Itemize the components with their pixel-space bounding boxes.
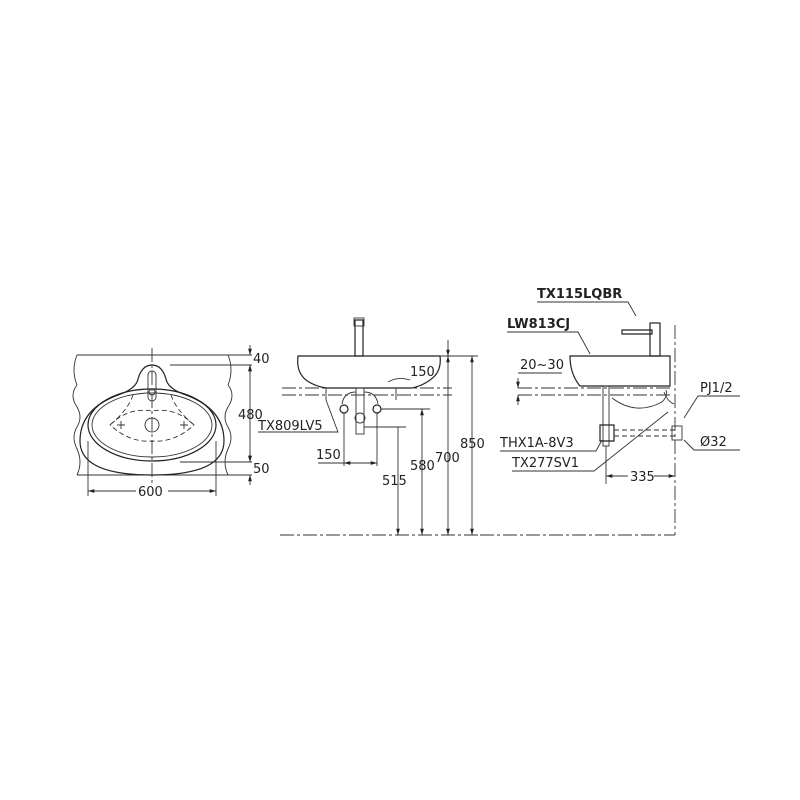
label-trap: THX1A-8V3: [499, 436, 574, 451]
dim-bottom-offset: 50: [253, 462, 270, 477]
dim-pipe-dia: Ø32: [700, 435, 727, 450]
dim-wall-gap: 20~30: [520, 358, 564, 373]
dim-width: 600: [138, 485, 163, 500]
dim-bowl-height: 150: [410, 365, 435, 380]
plan-view: 40 480 50 600: [72, 345, 270, 500]
dim-depth: 480: [238, 408, 263, 423]
front-view: TX809LV5 150 150 515 580 700 850: [257, 317, 485, 536]
dim-rim-height: 850: [460, 437, 485, 452]
label-valve: TX277SV1: [511, 456, 579, 471]
dim-wall-height: 700: [435, 451, 460, 466]
dim-trap-projection: 335: [630, 470, 655, 485]
label-supply-part: TX809LV5: [257, 419, 323, 434]
dim-supply-spacing: 150: [316, 448, 341, 463]
label-basin: LW813CJ: [507, 317, 570, 332]
dim-top-offset: 40: [253, 352, 270, 367]
side-view: TX115LQBR LW813CJ 20~30 PJ1/2 THX1A-8V3 …: [480, 287, 740, 536]
label-faucet: TX115LQBR: [537, 287, 622, 302]
dim-trap-height: 515: [382, 474, 407, 489]
dim-thread: PJ1/2: [700, 381, 733, 396]
dim-supply-height: 580: [410, 459, 435, 474]
